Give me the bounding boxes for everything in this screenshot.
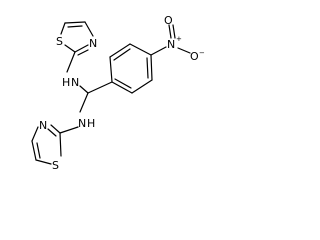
bond-benzene-2 (109, 43, 131, 58)
molecule-svg: N S H N N H N S N + O O − (31, 14, 205, 172)
atom-s-thiazole-top: S (56, 35, 63, 48)
bond-top-thiazole-c4-c5 (64, 21, 86, 24)
bond-top-thiazole-c4-c5-double (67, 25, 83, 28)
bond-top-thiazole-s1-c2 (64, 44, 76, 53)
bond-benzene-2-double (113, 48, 131, 61)
bond-nitro-o-up (168, 24, 172, 39)
atom-h-amine-top: H (62, 76, 70, 89)
bond-ch-phenyl (87, 81, 113, 94)
bond-lower-nh-c2 (59, 126, 79, 134)
atom-n-amine-top: N (71, 76, 79, 89)
atom-n-thiazole-top: N (89, 37, 97, 50)
bond-benzene-nitro (150, 46, 167, 56)
bond-benzene-4 (150, 54, 153, 81)
bond-top-c2-nh (66, 51, 76, 73)
structure-diagram: N S H N N H N S N + O O − (31, 14, 205, 172)
bond-top-thiazole-n3-c4 (84, 21, 94, 37)
atom-n-amine-bottom: N (78, 117, 86, 130)
bond-benzene-1 (109, 56, 113, 83)
bond-benzene-3 (129, 43, 152, 56)
bond-bottom-thiazole-n3-c4 (31, 126, 39, 142)
bond-bottom-thiazole-c4-c5 (31, 140, 37, 161)
atom-n-nitro: N (167, 38, 175, 51)
atom-o-nitro-down: O (190, 50, 199, 63)
bond-top-thiazole-c2-n3-double (77, 49, 89, 56)
bond-nitro-o-down (177, 47, 191, 54)
bond-bottom-thiazole-c2-n3 (50, 124, 61, 134)
atom-n-thiazole-bottom: N (39, 119, 47, 132)
bond-bottom-thiazole-c2-n3-double (47, 128, 57, 137)
atom-n-nitro-charge: + (176, 35, 182, 43)
bond-ch-lower-nh (79, 92, 89, 113)
bond-benzene-5 (131, 79, 153, 94)
bond-top-thiazole-c5-s1 (60, 22, 66, 35)
bond-bottom-thiazole-c4-c5-double (36, 142, 41, 159)
bond-top-thiazole-c2-n3 (74, 44, 89, 53)
bond-upper-nh-ch (79, 85, 89, 94)
atom-o-nitro-up: O (164, 14, 173, 27)
bond-bottom-thiazole-c5-s1 (35, 159, 52, 165)
atom-s-thiazole-bottom: S (52, 159, 59, 172)
atom-h-amine-bottom: H (87, 117, 95, 130)
bond-benzene-4-double (146, 57, 149, 79)
bond-bottom-thiazole-s1-c2 (59, 132, 62, 157)
bond-benzene-6 (111, 81, 133, 94)
bond-benzene-6-double (114, 78, 132, 89)
atom-o-nitro-down-charge: − (199, 49, 205, 57)
bond-nitro-o-up-double (172, 24, 176, 39)
